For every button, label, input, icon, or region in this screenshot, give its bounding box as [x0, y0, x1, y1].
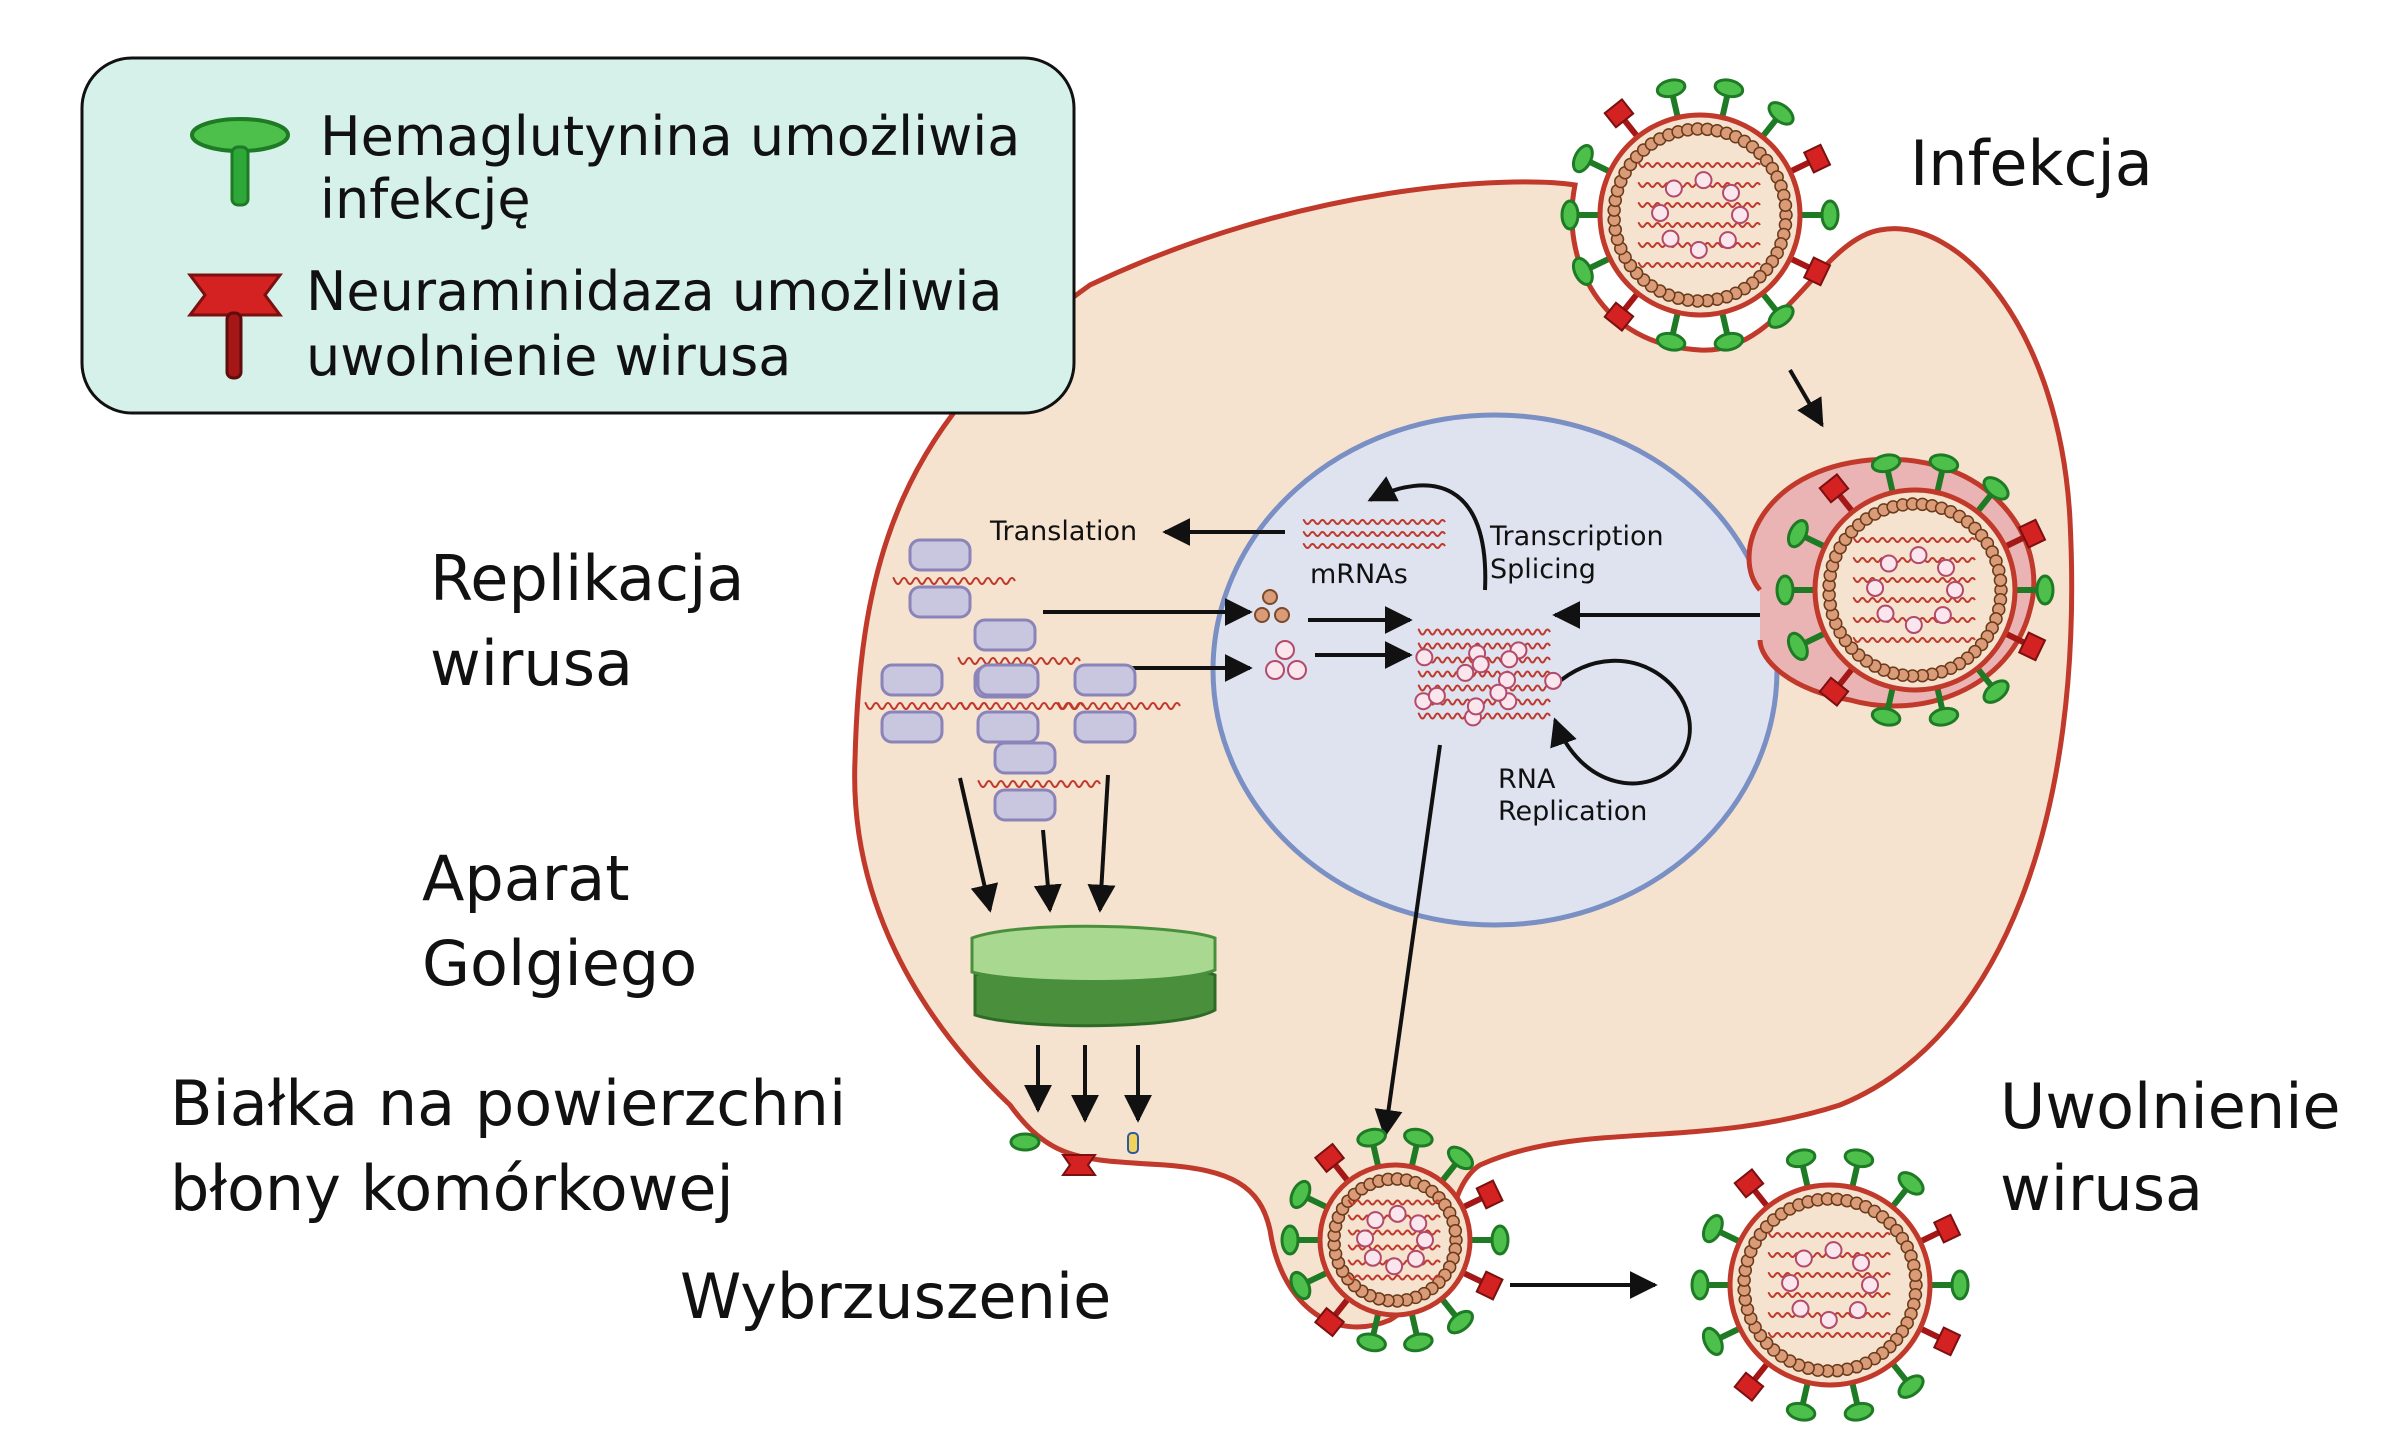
- protein-dot: [1274, 607, 1290, 623]
- legend-hemagglutinin-line2: infekcję: [320, 168, 531, 231]
- label-release-line1: Uwolnienie: [2000, 1070, 2341, 1143]
- label-replication: Replication: [1498, 796, 1647, 827]
- mrna-strand: [1302, 543, 1446, 549]
- ribosome: [1057, 663, 1181, 744]
- ribosome: [977, 741, 1101, 822]
- rna-cluster: [1414, 628, 1563, 727]
- label-translation: Translation: [989, 516, 1137, 547]
- label-infection: Infekcja: [1910, 127, 2153, 200]
- legend-box: [80, 56, 1076, 415]
- neuraminidase-icon: [187, 273, 283, 380]
- label-replication-line1: Replikacja: [430, 542, 744, 615]
- process-arrows: [958, 368, 1824, 1299]
- label-surface-line1: Białka na powierzchni: [170, 1067, 846, 1140]
- protein-dot: [1265, 660, 1285, 680]
- label-transcription: Transcription: [1489, 521, 1664, 552]
- ribosome: [892, 538, 1016, 619]
- label-surface-line2: błony komórkowej: [170, 1152, 734, 1225]
- label-golgi-line1: Aparat: [422, 842, 630, 915]
- legend-neuraminidase-line2: uwolnienie wirusa: [306, 325, 791, 388]
- label-golgi-line2: Golgiego: [422, 927, 697, 1000]
- label-mrnas: mRNAs: [1310, 559, 1408, 590]
- virion-budding: [1280, 1127, 1510, 1353]
- ribosome: [864, 663, 988, 744]
- label-budding: Wybrzuszenie: [680, 1260, 1111, 1333]
- legend-hemagglutinin-line1: Hemaglutynina umożliwia: [320, 105, 1020, 168]
- surface-proteins: [1009, 1132, 1139, 1176]
- virion-infection: [1560, 78, 1840, 352]
- protein-dot: [1262, 589, 1278, 605]
- mrna-strand: [1302, 531, 1446, 537]
- legend-neuraminidase-line1: Neuraminidaza umożliwia: [306, 260, 1002, 323]
- ribosome: [960, 663, 1084, 744]
- golgi-apparatus: [970, 924, 1217, 1028]
- protein-dot: [1287, 660, 1307, 680]
- protein-dot: [1275, 640, 1295, 660]
- hemagglutinin-icon: [190, 117, 290, 207]
- label-replication-line2: wirusa: [430, 627, 633, 700]
- label-release-line2: wirusa: [2000, 1152, 2203, 1225]
- mrna-strand: [1302, 519, 1446, 525]
- virion-released: [1690, 1148, 1970, 1422]
- decorations: [864, 78, 2055, 1422]
- virion-endosome: [1775, 453, 2055, 727]
- label-splicing: Splicing: [1490, 554, 1596, 585]
- protein-dot: [1254, 607, 1270, 623]
- label-rna: RNA: [1498, 764, 1556, 795]
